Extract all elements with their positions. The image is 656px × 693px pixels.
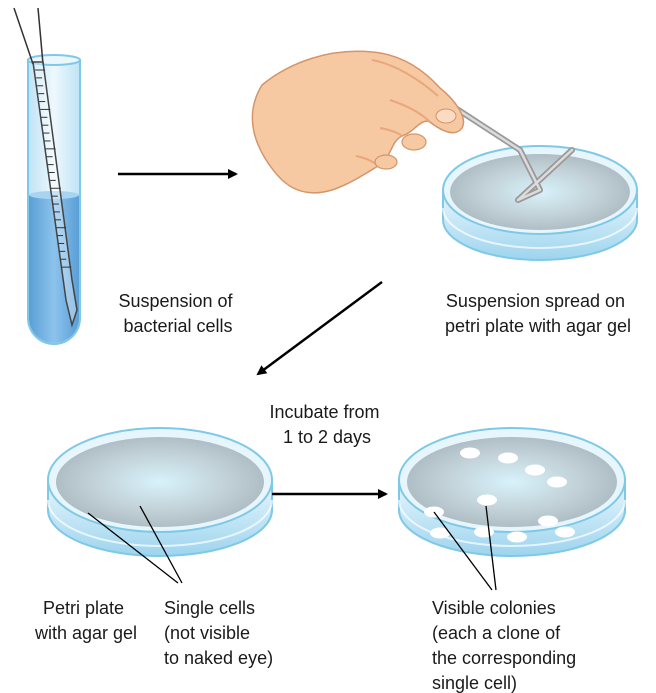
colony xyxy=(477,495,497,506)
colony xyxy=(460,448,480,459)
hand-icon xyxy=(252,51,463,192)
agar-gel xyxy=(56,437,264,527)
arrow-to-plate xyxy=(258,282,382,374)
petri-dish-icon xyxy=(48,428,272,556)
spread-plate-dish xyxy=(443,146,637,260)
colony xyxy=(555,527,575,538)
colony xyxy=(525,465,545,476)
suspension-label: Suspension of bacterial cells xyxy=(118,291,237,336)
petri-plate-label: Petri plate with agar gel xyxy=(34,598,137,643)
spread-label: Suspension spread on petri plate with ag… xyxy=(445,291,631,336)
colony xyxy=(547,477,567,488)
colony xyxy=(538,516,558,527)
incubate-label: Incubate from 1 to 2 days xyxy=(269,402,384,447)
colonies-label: Visible colonies (each a clone of the co… xyxy=(432,598,581,693)
colony xyxy=(507,532,527,543)
colony xyxy=(474,527,494,538)
single-cells-label: Single cells (not visible to naked eye) xyxy=(164,598,273,668)
colony xyxy=(498,453,518,464)
